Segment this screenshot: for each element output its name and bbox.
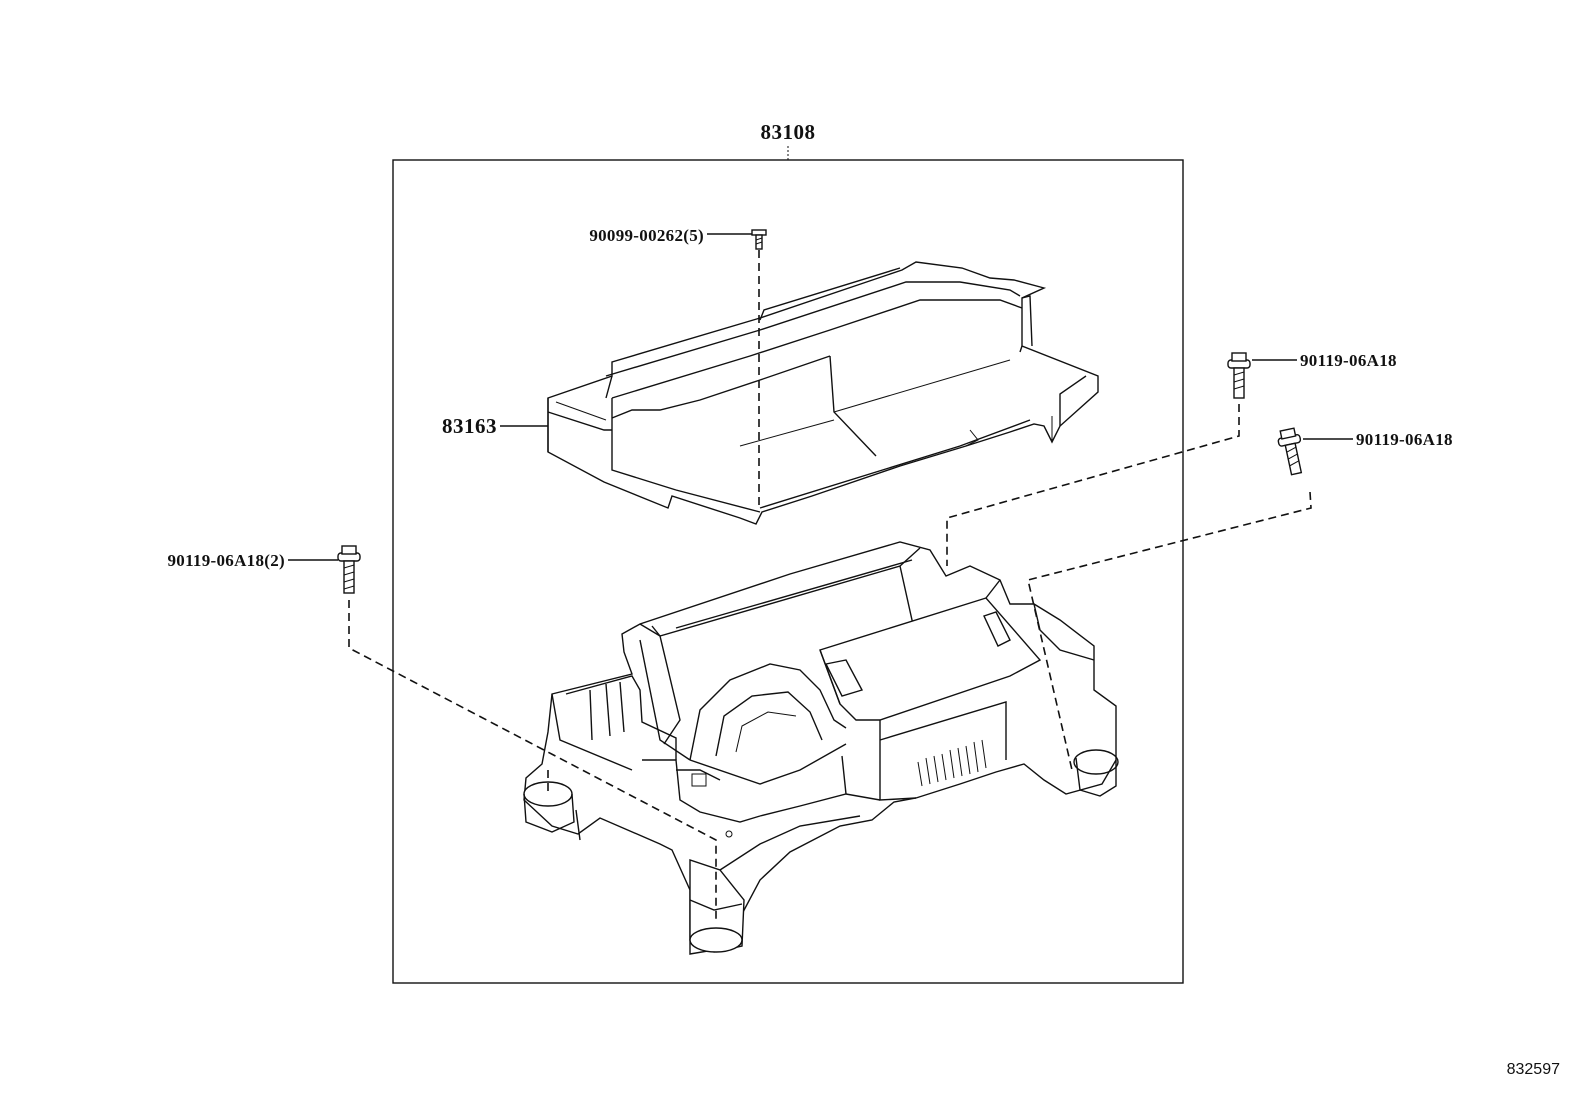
housing-illustration — [523, 541, 1119, 955]
bolt-left-part-number: 90119-06A18(2) — [167, 551, 285, 570]
diagram-id: 832597 — [1507, 1061, 1560, 1078]
bolt-right-lower-part-number: 90119-06A18 — [1356, 430, 1453, 449]
cover-part-number: 83163 — [442, 414, 497, 438]
cover-illustration — [547, 261, 1099, 525]
screw-part-number: 90099-00262(5) — [589, 226, 704, 245]
assembly-lines — [348, 250, 1312, 920]
bolt-left-icon — [337, 545, 361, 594]
leader-lines — [288, 233, 1353, 561]
bolt-right-upper-part-number: 90119-06A18 — [1300, 351, 1397, 370]
bolt-right-upper-icon — [1227, 352, 1251, 399]
assembly-frame — [392, 159, 1184, 984]
assembly-part-number: 83108 — [761, 120, 816, 144]
bolt-right-lower-icon — [1277, 427, 1303, 476]
screw-icon — [751, 229, 767, 250]
